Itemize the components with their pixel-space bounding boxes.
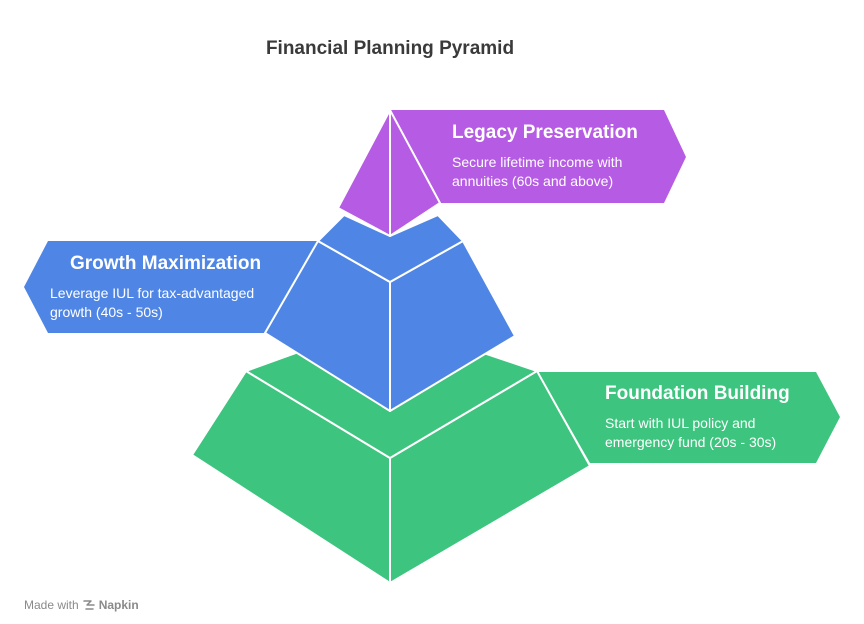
foundation-label: Foundation Building Start with IUL polic… xyxy=(605,383,805,452)
made-with-footer[interactable]: Made with Napkin xyxy=(24,598,139,612)
footer-prefix: Made with xyxy=(24,598,79,612)
growth-tier xyxy=(264,214,516,412)
growth-label: Growth Maximization Leverage IUL for tax… xyxy=(50,253,280,322)
legacy-description: Secure lifetime income with annuities (6… xyxy=(452,154,623,189)
foundation-heading: Foundation Building xyxy=(605,383,790,404)
footer-brand: Napkin xyxy=(98,598,139,612)
foundation-label-shape xyxy=(538,372,840,463)
legacy-tier xyxy=(337,109,441,237)
legacy-label: Legacy Preservation Secure lifetime inco… xyxy=(452,122,672,191)
legacy-heading: Legacy Preservation xyxy=(452,122,638,143)
growth-label-shape xyxy=(24,241,319,333)
growth-heading: Growth Maximization xyxy=(70,253,262,274)
napkin-logo-icon xyxy=(82,600,95,610)
growth-description: Leverage IUL for tax-advantaged growth (… xyxy=(50,285,255,320)
foundation-description: Start with IUL policy and emergency fund… xyxy=(605,415,777,450)
legacy-label-shape xyxy=(391,110,686,203)
diagram-title: Financial Planning Pyramid xyxy=(265,38,515,59)
foundation-tier xyxy=(191,345,591,584)
